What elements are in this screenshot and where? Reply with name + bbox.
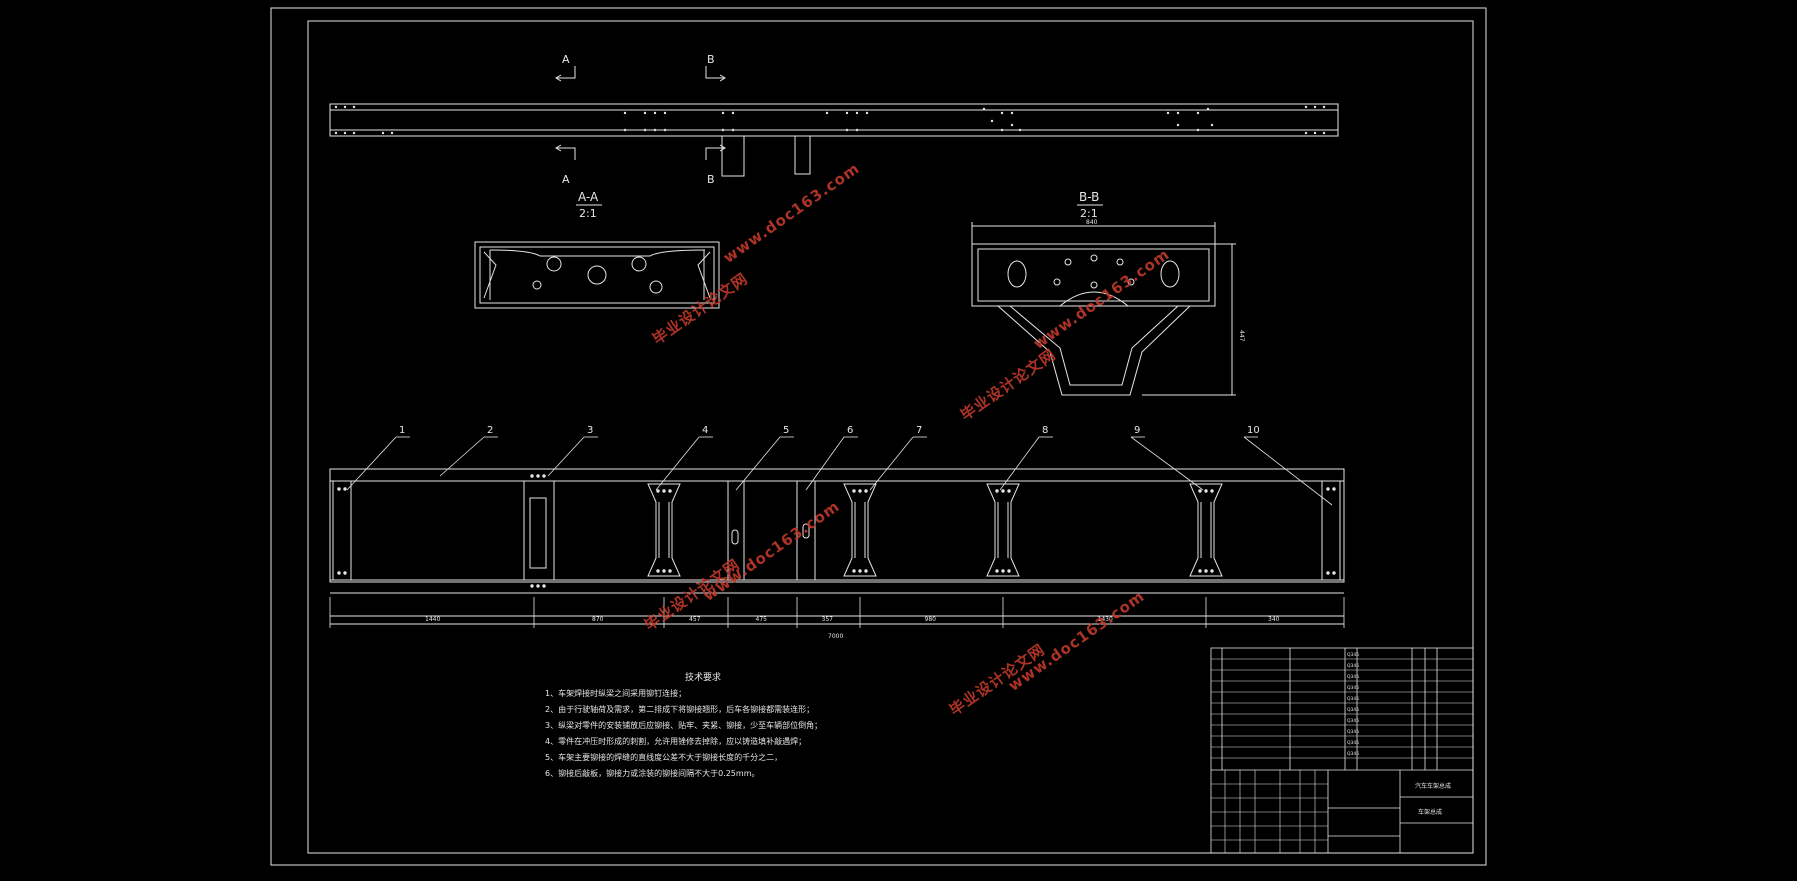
top-view bbox=[329, 103, 1339, 177]
section-b-scale: 2:1 bbox=[1080, 207, 1098, 220]
tech-req-item-5: 5、车架主要铆接的焊缝的直线度公差不大于铆接长度的千分之二， bbox=[545, 753, 783, 762]
balloon-9: 9 bbox=[1134, 425, 1140, 436]
front-view bbox=[329, 468, 1345, 625]
bom-material-2: Q345 bbox=[1347, 663, 1359, 669]
balloon-7: 7 bbox=[916, 425, 922, 436]
section-b-view bbox=[971, 222, 1236, 396]
tech-req-item-2: 2、由于行驶轴荷及需求，第二排成下将铆接翘形，后车各铆接都需装连形； bbox=[545, 705, 815, 714]
dim-segment-4: 475 bbox=[756, 616, 768, 623]
bom-material-9: Q345 bbox=[1347, 740, 1359, 746]
dim-segment-8: 340 bbox=[1268, 616, 1280, 623]
tech-req-item-1: 1、车架焊接时纵梁之间采用铆钉连接； bbox=[545, 689, 687, 698]
balloon-4: 4 bbox=[702, 425, 708, 436]
tech-req-item-6: 6、铆接后敲板，铆接力或涂装的铆接间隔不大于0.25mm。 bbox=[545, 769, 760, 778]
tech-req-title: 技术要求 bbox=[685, 673, 722, 683]
dim-segment-3: 457 bbox=[689, 616, 701, 623]
balloon-1: 1 bbox=[399, 425, 405, 436]
bom-material-10: Q345 bbox=[1347, 751, 1359, 757]
section-a-title: A-A bbox=[578, 190, 599, 204]
bom-material-8: Q345 bbox=[1347, 729, 1359, 735]
section-a-view bbox=[474, 241, 720, 309]
dim-segment-6: 980 bbox=[925, 616, 937, 623]
section-a-scale: 2:1 bbox=[579, 207, 597, 220]
cut-label-a-top: A bbox=[562, 53, 570, 66]
bom-material-6: Q345 bbox=[1347, 707, 1359, 713]
sheet-outer-frame bbox=[270, 7, 1487, 866]
dim-segment-1: 1440 bbox=[425, 616, 440, 623]
cut-label-a-bottom: A bbox=[562, 173, 570, 186]
balloon-5: 5 bbox=[783, 425, 789, 436]
dim-segment-2: 870 bbox=[592, 616, 604, 623]
balloon-6: 6 bbox=[847, 425, 853, 436]
dim-section-b-width: 840 bbox=[1086, 219, 1098, 226]
dim-segment-5: 357 bbox=[822, 616, 834, 623]
cut-label-b-top: B bbox=[707, 53, 715, 66]
bom-material-7: Q345 bbox=[1347, 718, 1359, 724]
tech-req-item-3: 3、纵梁对零件的安装铺放后应铆接、贴牢、夹紧、铆接，少至车辆部位倒角； bbox=[545, 721, 823, 730]
bom-material-5: Q345 bbox=[1347, 696, 1359, 702]
title-block-drawing-title: 汽车车架总成 bbox=[1415, 782, 1451, 790]
bom-material-1: Q345 bbox=[1347, 652, 1359, 658]
cut-label-b-bottom: B bbox=[707, 173, 715, 186]
dim-segment-7: 1430 bbox=[1098, 616, 1113, 623]
dim-section-b-height: 447 bbox=[1238, 330, 1245, 342]
balloon-3: 3 bbox=[587, 425, 593, 436]
section-b-title: B-B bbox=[1079, 190, 1099, 204]
bom-material-3: Q345 bbox=[1347, 674, 1359, 680]
technical-requirements: 技术要求 1、车架焊接时纵梁之间采用铆钉连接； 2、由于行驶轴荷及需求，第二排成… bbox=[545, 670, 822, 782]
tech-req-item-4: 4、零件在冲压时形成的刺割，允许用锉修去掉除，应以铸造填补敲遇焊； bbox=[545, 737, 807, 746]
section-cut-markers bbox=[555, 66, 726, 160]
sheet-inner-frame bbox=[307, 20, 1474, 854]
title-block-part-name: 车架总成 bbox=[1418, 808, 1442, 816]
balloon-10: 10 bbox=[1247, 425, 1260, 436]
bom-material-4: Q345 bbox=[1347, 685, 1359, 691]
dim-total-7000: 7000 bbox=[828, 633, 843, 640]
title-block bbox=[1210, 647, 1474, 854]
balloon-8: 8 bbox=[1042, 425, 1048, 436]
balloon-2: 2 bbox=[487, 425, 493, 436]
